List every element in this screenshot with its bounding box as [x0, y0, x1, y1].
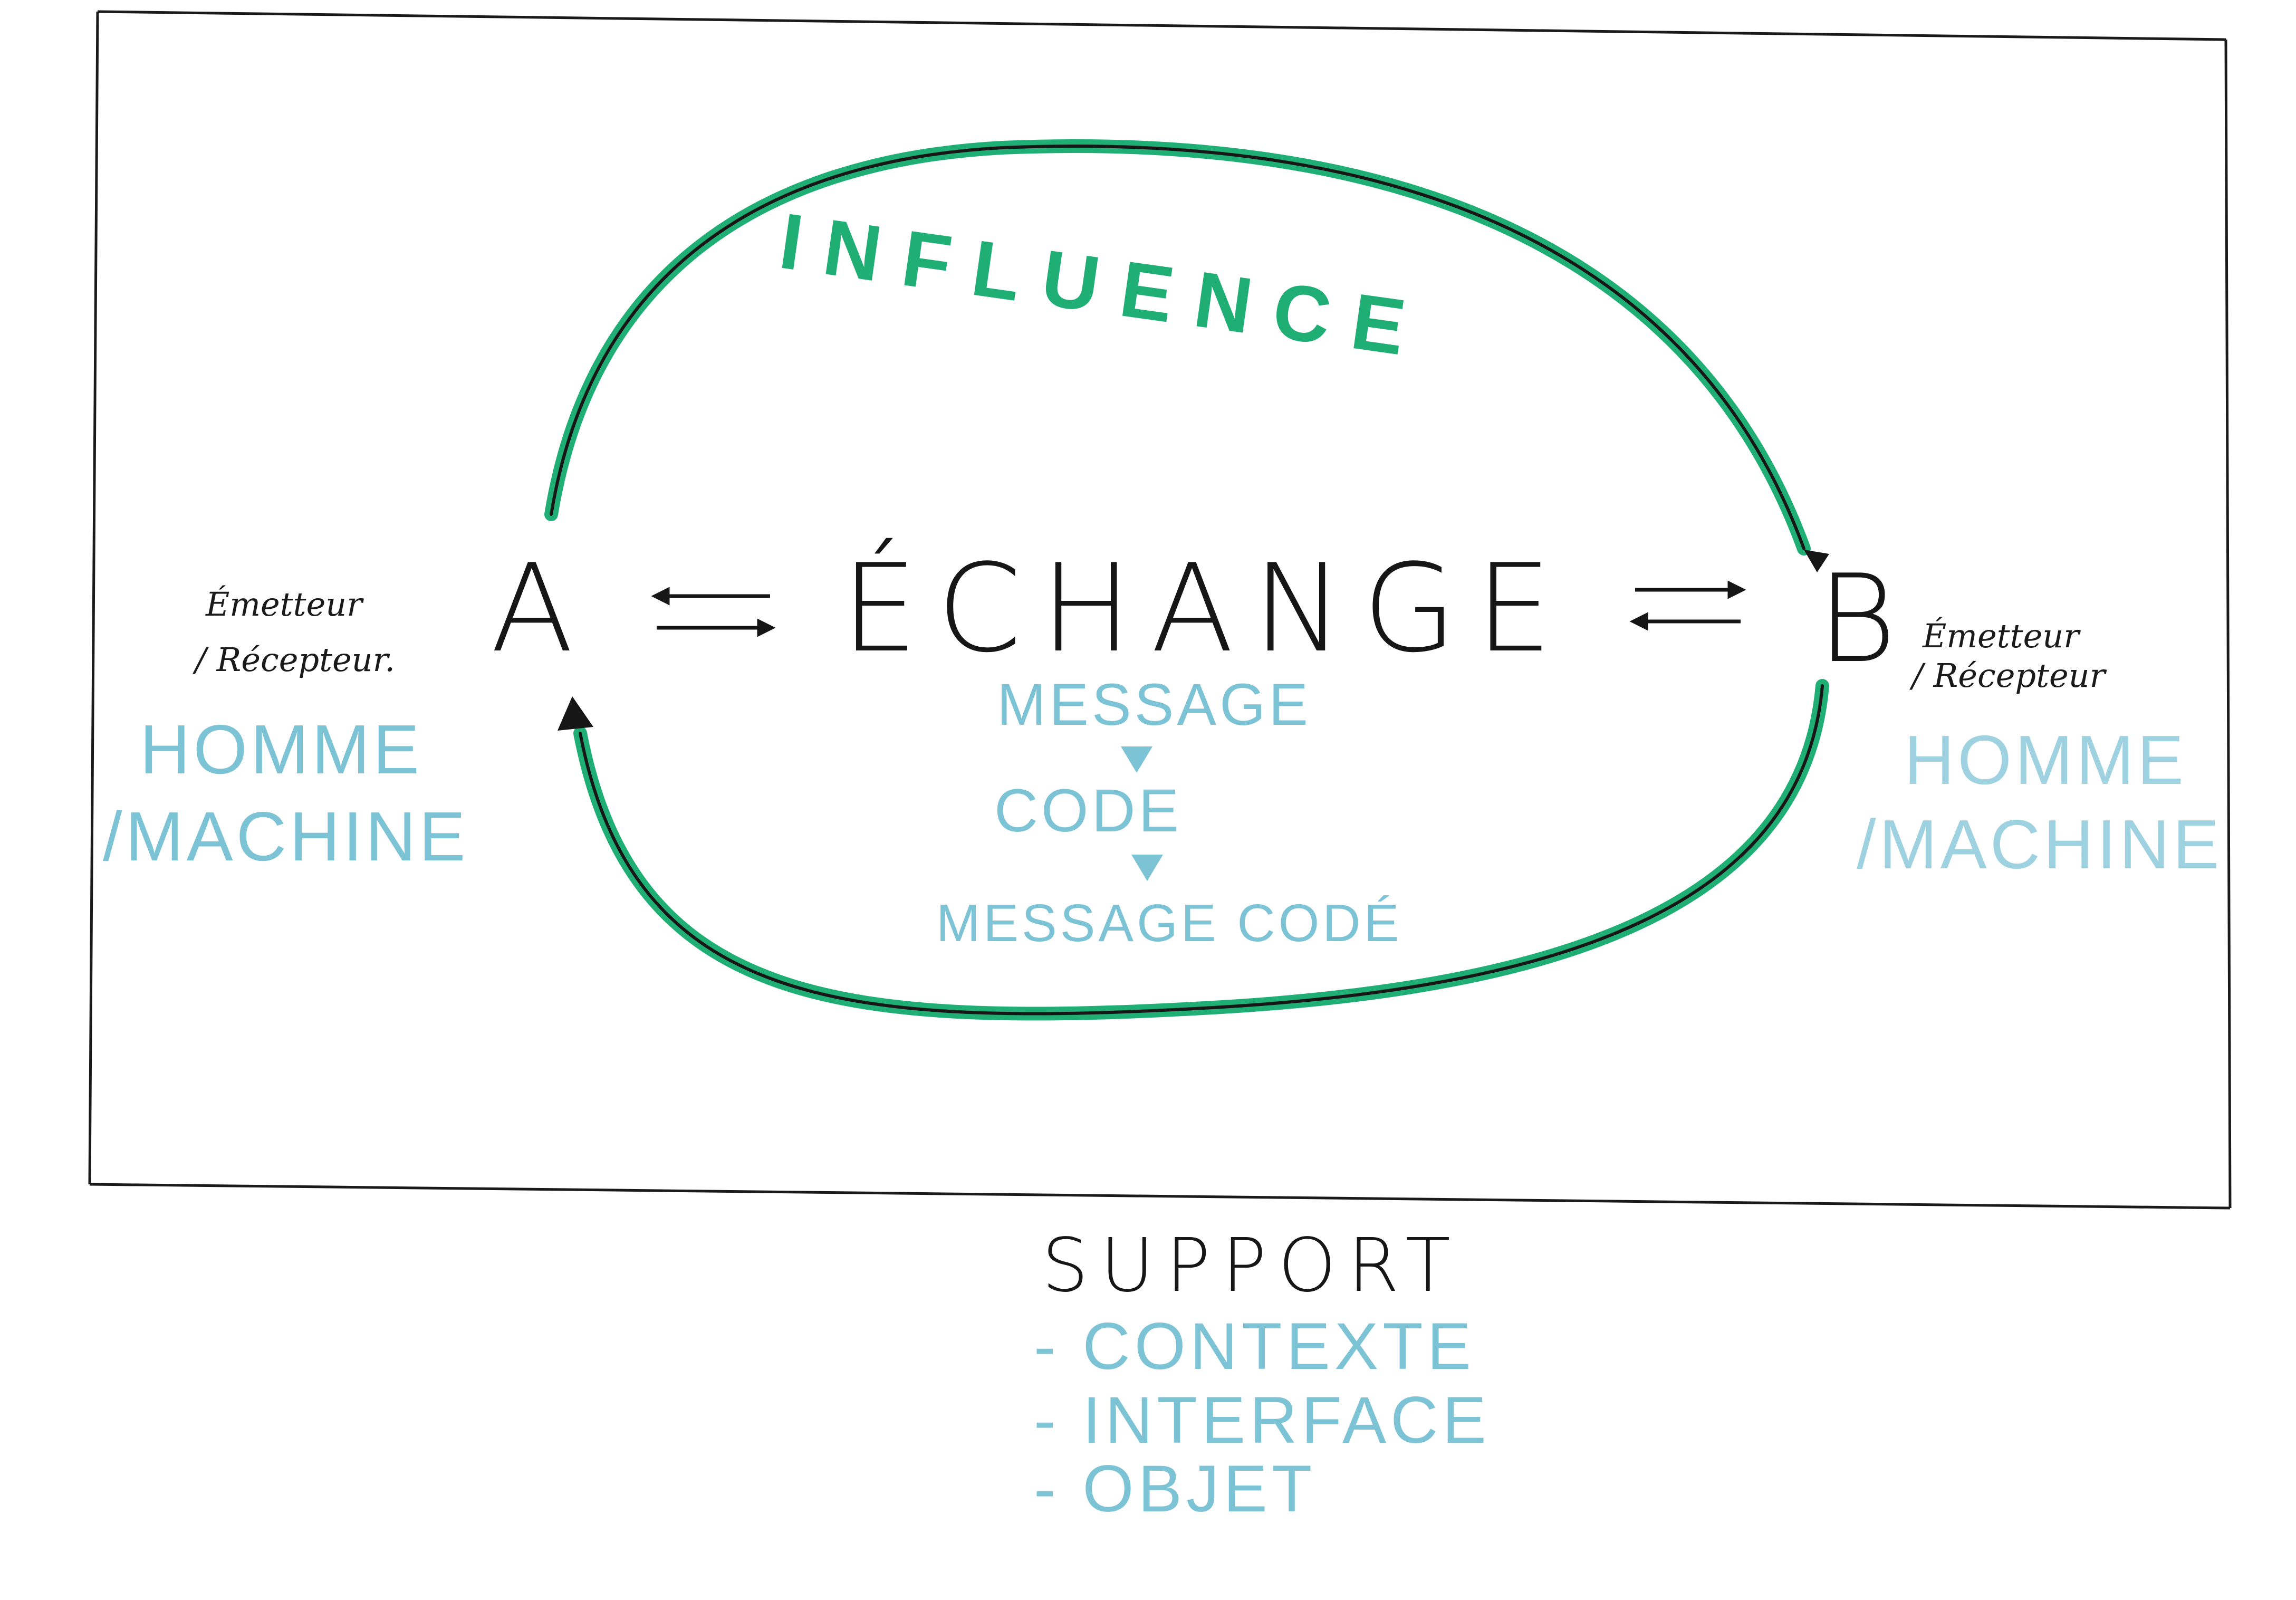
support-item-interface: - INTERFACE: [1034, 1384, 1491, 1457]
node-b-type-line1: HOMME: [1904, 721, 2187, 799]
influence-loop-bottom: [558, 679, 1829, 1021]
node-a-role-line1: Émetteur: [206, 585, 362, 624]
node-a-letter: A: [491, 539, 574, 679]
frame: [88, 10, 2232, 1210]
node-a-role-line2: / Récepteur.: [195, 640, 396, 679]
arrowhead-to-a: [558, 696, 593, 731]
arrows-exchange-b: [1629, 580, 1746, 631]
support-item-context: - CONTEXTE: [1034, 1310, 1475, 1383]
arrow-message-to-code-icon: [1121, 746, 1152, 773]
node-a-type-line1: HOMME: [140, 711, 422, 788]
node-b-letter: B: [1817, 549, 1897, 690]
arrows-a-exchange: [651, 587, 776, 637]
arrow-code-to-coded-icon: [1131, 855, 1163, 881]
influence-loop-top: [544, 139, 1829, 572]
node-b-role-line2: / Récepteur: [1912, 656, 2106, 695]
code-label: CODE: [994, 777, 1183, 845]
node-b-type-line2: /MACHINE: [1857, 806, 2223, 883]
exchange-label: ÉCHANGE: [841, 539, 1571, 679]
support-item-object: - OBJET: [1034, 1452, 1317, 1526]
arrowhead-to-b: [1804, 550, 1829, 572]
coded-message-label: MESSAGE CODÉ: [936, 894, 1402, 953]
node-a-type-line2: /MACHINE: [103, 798, 469, 875]
support-title: SUPPORT: [1042, 1223, 1462, 1309]
message-label: MESSAGE: [997, 672, 1311, 737]
node-b-role-line1: Émetteur: [1923, 617, 2079, 655]
